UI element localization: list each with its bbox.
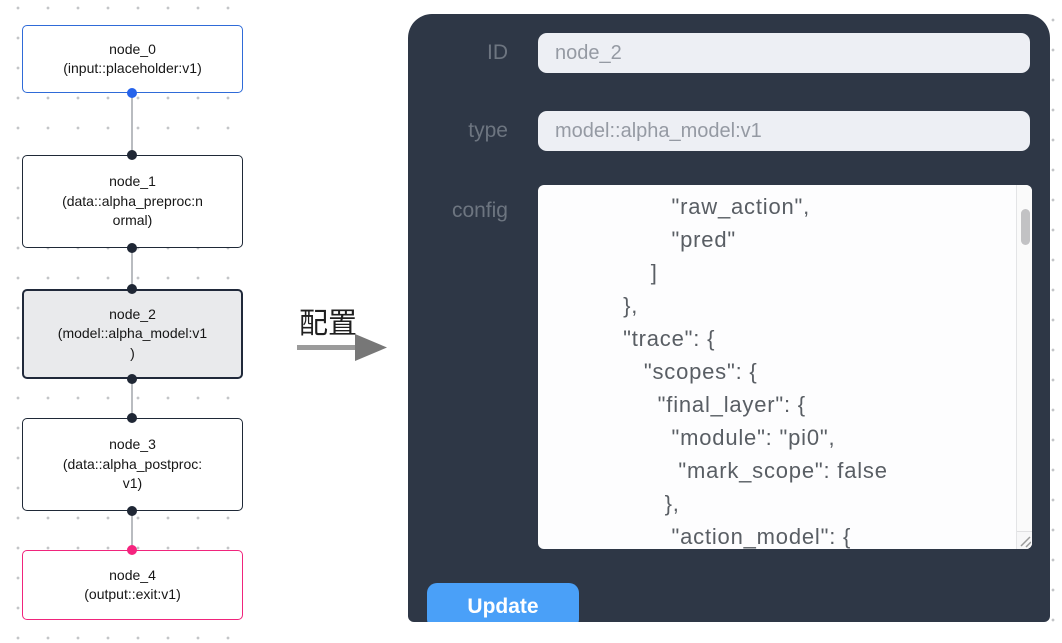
pipeline-node-1[interactable]: node_1 (data::alpha_preproc:n ormal) [22,155,243,248]
port-node1-in[interactable] [127,150,137,160]
port-node3-in[interactable] [127,413,137,423]
port-node3-out[interactable] [127,506,137,516]
node-title: node_2 [109,305,156,322]
node-type-line: (model::alpha_model:v1 [57,325,208,342]
node-title: node_0 [109,40,156,57]
node-title: node_3 [109,436,156,453]
scrollbar-corner [1017,531,1032,549]
edge-2-3 [131,379,133,418]
id-label: ID [487,41,508,64]
port-node0-out[interactable] [127,88,137,98]
node-type-line: ) [130,344,135,361]
pipeline-node-2-selected[interactable]: node_2 (model::alpha_model:v1 ) [22,289,243,379]
config-scrollbar-track[interactable] [1016,185,1032,549]
config-scrollbar-thumb[interactable] [1020,209,1030,245]
right-arrow-icon [297,334,387,361]
node-type-line: (data::alpha_preproc:n [62,192,203,209]
pipeline-node-0[interactable]: node_0 (input::placeholder:v1) [22,25,243,93]
pipeline-node-4[interactable]: node_4 (output::exit:v1) [22,550,243,620]
port-node2-out[interactable] [127,374,137,384]
node-type-line: (data::alpha_postproc: [62,455,203,472]
config-textarea[interactable]: "raw_action", "pred" ] }, "trace": { "sc… [538,185,1032,549]
pipeline-node-3[interactable]: node_3 (data::alpha_postproc: v1) [22,418,243,511]
transfer-label: 配置 [299,308,358,340]
update-button[interactable]: Update [427,583,579,622]
port-node2-in[interactable] [127,284,137,294]
config-json-text[interactable]: "raw_action", "pred" ] }, "trace": { "sc… [623,194,888,549]
port-node1-out[interactable] [127,243,137,253]
type-label: type [468,119,508,142]
node-title: node_1 [109,173,156,190]
edge-0-1 [131,93,133,155]
edge-3-4 [131,511,133,550]
config-label: config [451,199,508,222]
type-input[interactable]: model::alpha_model:v1 [538,111,1030,151]
node-type-line: v1) [122,475,143,492]
id-input[interactable]: node_2 [538,33,1030,73]
edge-1-2 [131,248,133,289]
node-type-line: (input::placeholder:v1) [63,60,202,76]
node-config-panel: ID node_2 type model::alpha_model:v1 con… [408,14,1050,622]
node-type-line: ormal) [112,212,153,229]
resize-grip-icon[interactable] [1018,534,1031,548]
port-node4-in[interactable] [127,545,137,555]
node-type-line: (output::exit:v1) [84,586,181,602]
pipeline-canvas[interactable]: node_0 (input::placeholder:v1) node_1 (d… [0,0,256,643]
node-title: node_4 [109,566,156,583]
